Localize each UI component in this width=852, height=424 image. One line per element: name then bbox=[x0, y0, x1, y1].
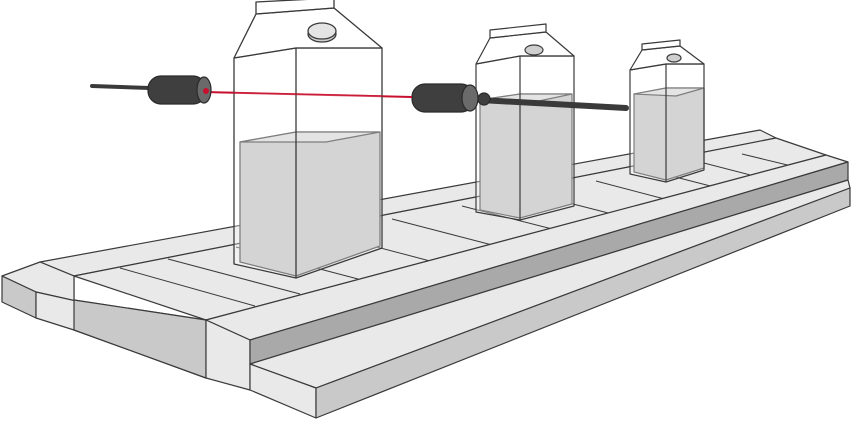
laser-beam-through-carton bbox=[203, 91, 383, 97]
carton-fin bbox=[489, 23, 547, 39]
carton-body bbox=[233, 47, 383, 279]
sensor-receiver bbox=[411, 83, 629, 113]
conveyor-front-rail bbox=[205, 154, 851, 419]
sensor-receiver-lens bbox=[461, 84, 479, 112]
milk-carton-near bbox=[233, 0, 383, 279]
sensor-receiver-rod bbox=[477, 97, 629, 111]
milk-carton-middle bbox=[475, 23, 575, 221]
sensor-emitter-cable bbox=[90, 84, 152, 90]
carton-body bbox=[629, 63, 705, 183]
carton-cap bbox=[524, 44, 544, 56]
conveyor-slat bbox=[119, 267, 256, 307]
sensor-emitter bbox=[90, 75, 212, 105]
carton-cap bbox=[666, 53, 682, 63]
conveyor-slat bbox=[391, 218, 497, 247]
carton-fin bbox=[255, 0, 335, 15]
carton-fin bbox=[641, 39, 681, 51]
conveyor-slat bbox=[167, 258, 301, 295]
carton-body bbox=[475, 55, 575, 221]
carton-liquid-top bbox=[239, 131, 381, 143]
milk-carton-far bbox=[629, 39, 705, 183]
conveyor bbox=[1, 129, 851, 419]
